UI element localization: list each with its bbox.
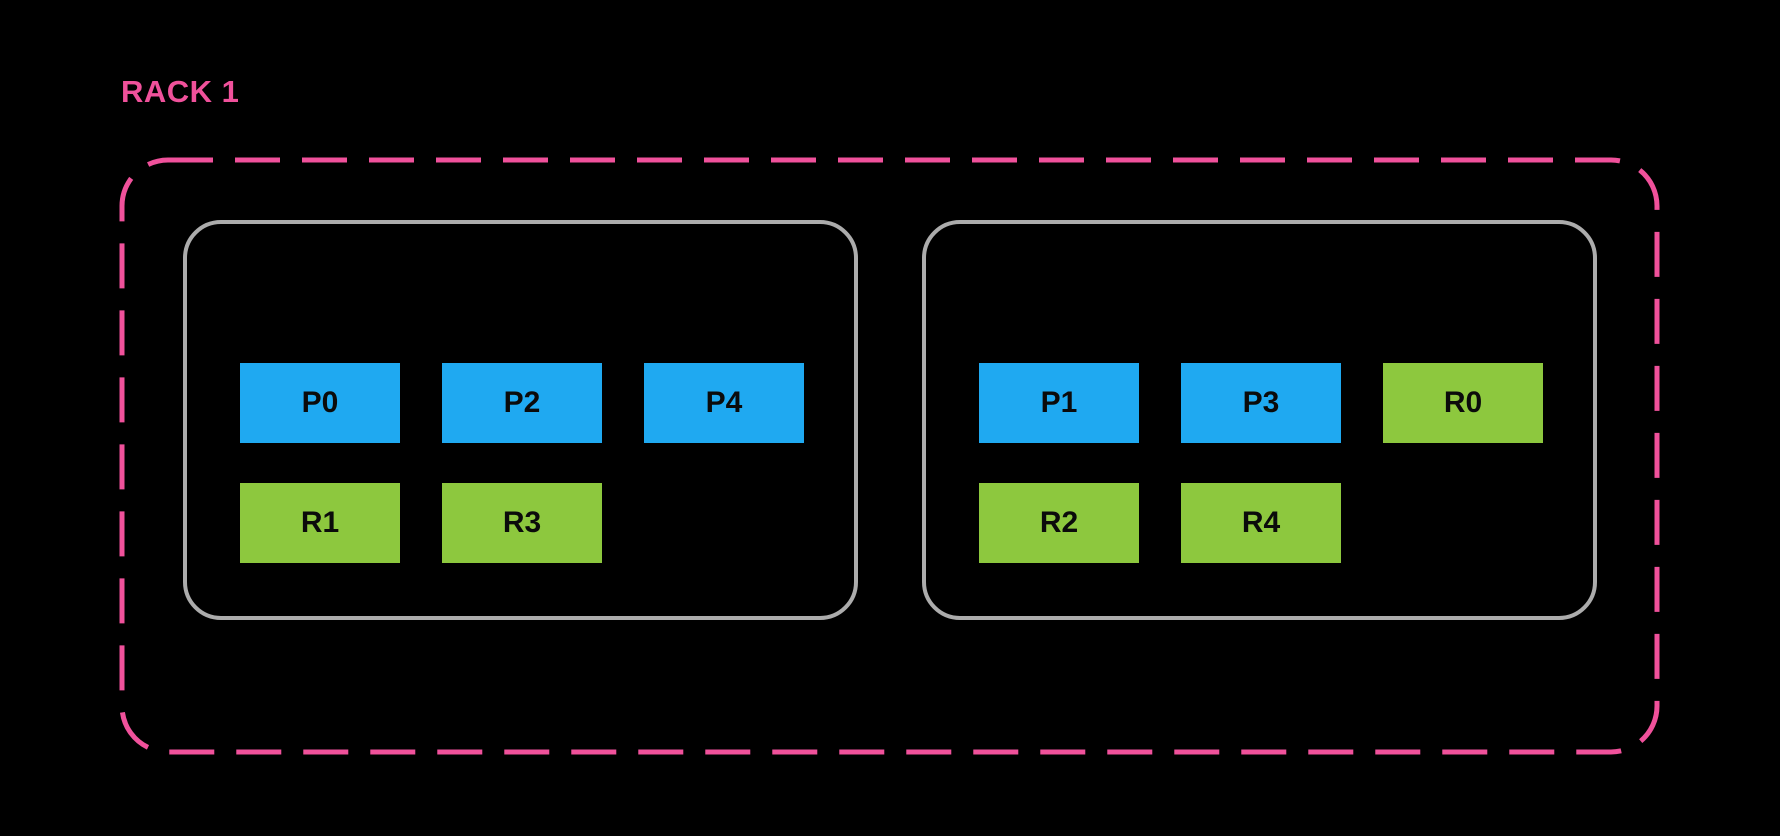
box-r2: R2: [979, 483, 1139, 563]
box-p2: P2: [442, 363, 602, 443]
node-left-top-row: P0 P2 P4: [240, 363, 804, 443]
node-left-bottom-row: R1 R3: [240, 483, 602, 563]
box-p3: P3: [1181, 363, 1341, 443]
node-right-top-row: P1 P3 R0: [979, 363, 1543, 443]
box-r0: R0: [1383, 363, 1543, 443]
box-r3: R3: [442, 483, 602, 563]
box-r1: R1: [240, 483, 400, 563]
node-left: P0 P2 P4 R1 R3: [183, 220, 858, 620]
box-r4: R4: [1181, 483, 1341, 563]
rack-label: RACK 1: [121, 74, 240, 109]
box-p4: P4: [644, 363, 804, 443]
box-p0: P0: [240, 363, 400, 443]
node-right: P1 P3 R0 R2 R4: [922, 220, 1597, 620]
node-right-bottom-row: R2 R4: [979, 483, 1341, 563]
box-p1: P1: [979, 363, 1139, 443]
